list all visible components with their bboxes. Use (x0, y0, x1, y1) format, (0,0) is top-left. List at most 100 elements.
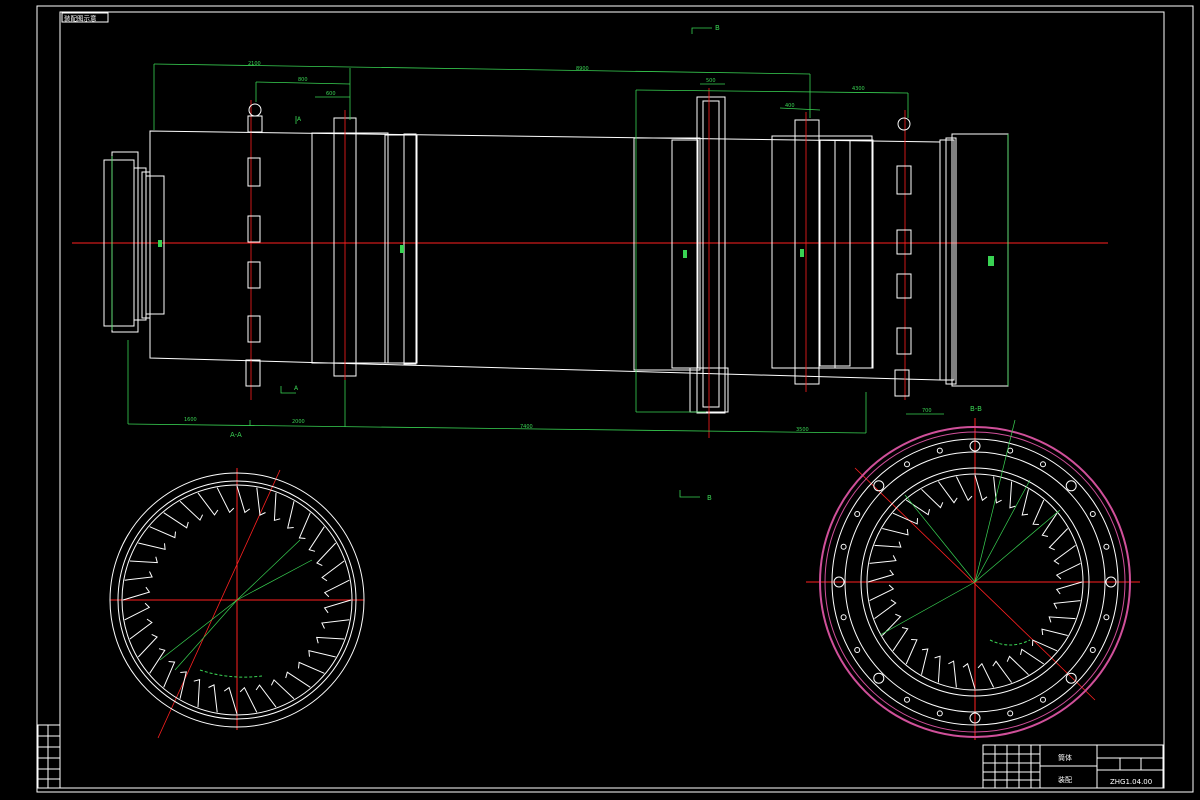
lifter-plate (1048, 528, 1069, 551)
lifter-plate (1032, 499, 1045, 525)
bolt-hole (1089, 511, 1096, 517)
section-b-bottom: B (707, 494, 712, 502)
lifter-plate (869, 584, 895, 602)
bolt-hole (1089, 647, 1096, 653)
dim-bottom-right: 3500 (796, 427, 809, 433)
lifter-plate (216, 487, 235, 514)
lifter-plate (236, 485, 251, 514)
lifter-plate (129, 618, 153, 640)
lifter-plate (955, 476, 973, 502)
lifter-plate (270, 679, 295, 700)
lifter-plate (316, 542, 337, 567)
bolt-hole (969, 440, 981, 452)
lifter-plate (892, 627, 909, 652)
lifter-plate (962, 662, 976, 690)
dim-top-right-seg: 500 (706, 78, 716, 84)
lifter-plate (881, 613, 902, 636)
section-b-top: B (715, 24, 720, 32)
sheet-border-outer (36, 5, 1194, 793)
dim-top-left-seg2: 600 (326, 91, 336, 97)
dim-top-right: 4300 (852, 86, 865, 92)
lifter-plate (1041, 628, 1068, 636)
lifter-plate (208, 684, 218, 713)
title-name-bottom: 装配 (1058, 775, 1072, 784)
title-name-top: 筒体 (1058, 753, 1072, 762)
section-bb-view (806, 418, 1140, 740)
lifter-plate (273, 492, 281, 521)
lifter-plate (1032, 639, 1058, 652)
lifter-plate (1053, 544, 1076, 565)
lifter-plate (129, 556, 158, 564)
lifter-plate (905, 499, 930, 516)
section-a-bottom: A (294, 385, 299, 392)
lifter-plate (179, 671, 187, 699)
lifter-plate (239, 686, 258, 713)
sheet-border-inner (59, 11, 1165, 789)
lifter-plate (1041, 512, 1058, 537)
lifter-plate (1053, 600, 1081, 609)
lifter-plate (1048, 616, 1076, 623)
bolt-hole (904, 696, 910, 703)
lifter-plate (298, 661, 325, 674)
lifter-plate (892, 512, 918, 525)
lifter-plate (137, 633, 158, 658)
lifter-plate (321, 619, 350, 629)
corner-label: 装配图示意 (64, 14, 97, 23)
lifter-plate (223, 686, 238, 715)
lifter-plate (977, 662, 995, 688)
dimension-texts: 8900 2100 800 600 4300 500 400 7400 1600… (184, 61, 932, 433)
dim-top-right-seg2: 400 (785, 103, 795, 109)
bolt-hole (840, 614, 847, 621)
front-view (72, 88, 1108, 438)
bolt-hole (1040, 696, 1046, 703)
lifter-brackets-right (894, 117, 912, 397)
dim-bottom-mid: 2000 (292, 419, 305, 425)
lifter-plate (287, 501, 295, 529)
bolt-hole (840, 543, 847, 550)
lifter-plate (874, 599, 897, 620)
lifter-plate (197, 492, 219, 516)
view-label-aa: A-A (230, 431, 242, 439)
lifter-plate (1020, 648, 1045, 665)
lifter-plate (163, 512, 189, 529)
bolt-hole (1105, 576, 1117, 588)
bolt-hole (854, 511, 861, 517)
bolt-hole (1007, 710, 1014, 717)
dim-top-left-seg: 800 (298, 77, 308, 83)
dim-bottom-left: 1600 (184, 417, 197, 423)
lifter-plate (867, 569, 895, 583)
lifter-plate (905, 639, 918, 665)
dim-top-overall: 8900 (576, 66, 589, 72)
lifter-plate (285, 671, 311, 688)
bolt-hole (936, 710, 943, 717)
lifter-plate (149, 648, 166, 674)
bolt-hole (873, 480, 885, 492)
lifter-plate (298, 512, 311, 539)
title-block (982, 744, 1164, 789)
lifter-plate (124, 602, 151, 621)
bolt-hole (936, 447, 943, 454)
lifter-brackets-left (245, 103, 263, 387)
lifter-plate (974, 474, 988, 502)
bolt-hole (1065, 480, 1077, 492)
dim-bottom-far-right: 700 (922, 408, 932, 414)
lifter-plate (193, 679, 201, 708)
lifter-plate (316, 636, 345, 644)
lifter-plate (992, 660, 1013, 683)
section-aa-view (109, 468, 365, 739)
lifter-plate (1055, 562, 1081, 580)
lifter-plate (1006, 655, 1029, 676)
dimension-lines (111, 63, 1009, 434)
lifter-plate (179, 500, 204, 521)
lifter-plate (124, 571, 153, 581)
bolt-hole (833, 576, 845, 588)
lifter-plate (948, 660, 957, 688)
lifter-plate (138, 542, 166, 550)
bolt-hole (1007, 447, 1014, 454)
dim-bottom-overall: 7400 (520, 424, 533, 430)
bolt-hole (904, 461, 910, 468)
lifter-plate (993, 476, 1002, 504)
bolt-hole (1103, 614, 1110, 621)
lifter-plate (323, 599, 352, 614)
